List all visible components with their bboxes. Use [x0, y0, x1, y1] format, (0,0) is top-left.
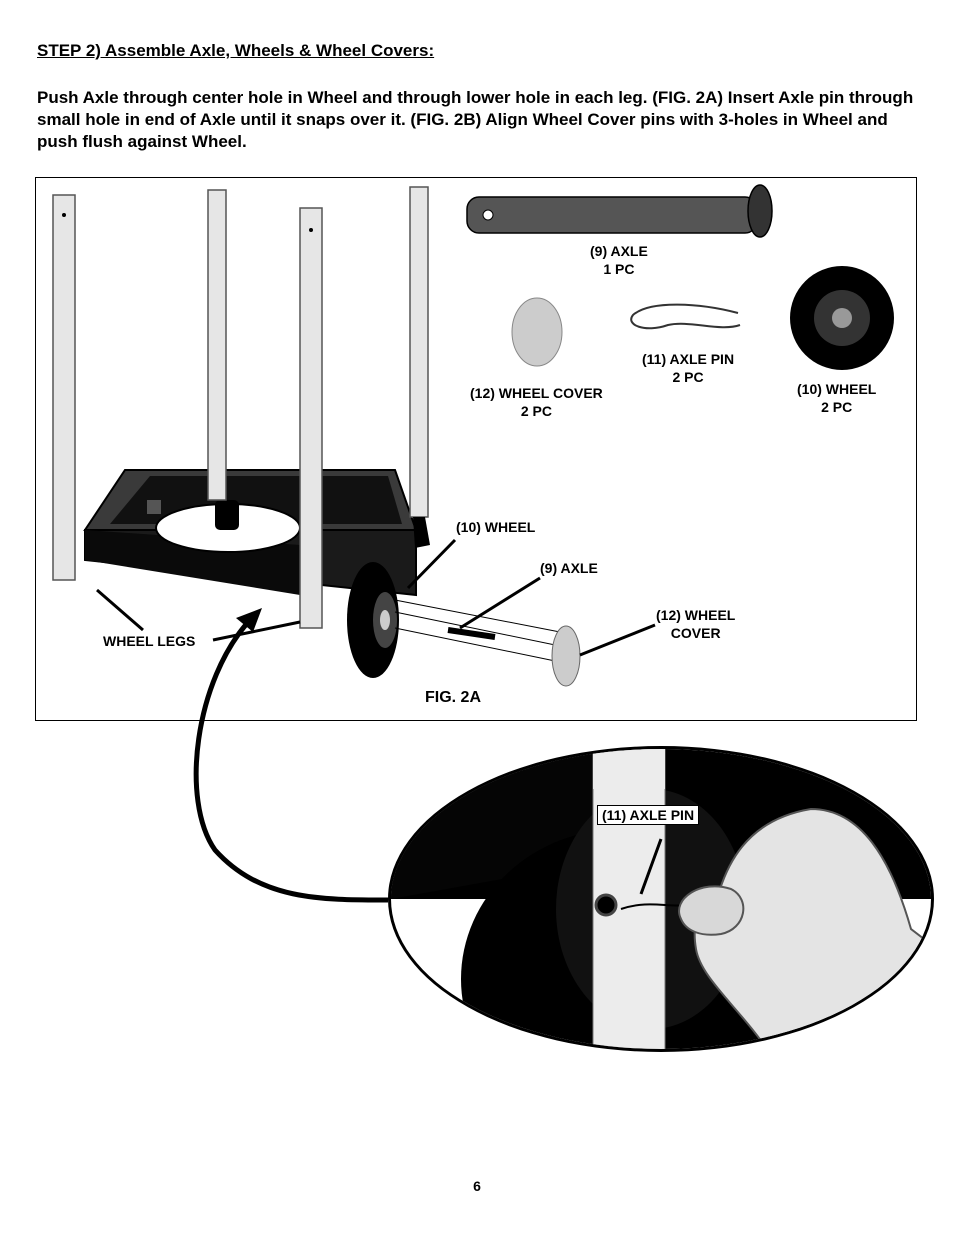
- part-wheel-label: (10) WHEEL 2 PC: [797, 381, 877, 415]
- fig-2a-caption: FIG. 2A: [425, 689, 482, 706]
- callout-wheel: (10) WHEEL: [456, 519, 536, 535]
- callout-wheel-cover: (12) WHEEL COVER: [656, 607, 736, 641]
- part-wheel-cover-label: (12) WHEEL COVER 2 PC: [470, 385, 603, 419]
- step-heading: STEP 2) Assemble Axle, Wheels & Wheel Co…: [37, 41, 435, 60]
- fig-2b-oval: [388, 746, 934, 1052]
- leader-lines: [96, 538, 656, 657]
- part-axle-pin-label: (11) AXLE PIN 2 PC: [642, 351, 735, 385]
- fig-2b-illustration: [391, 749, 931, 1049]
- wheel-legs: [52, 186, 430, 629]
- parts-illustrations: [466, 184, 894, 370]
- exploded-wheel-assembly: [347, 562, 581, 687]
- callout-wheel-legs: WHEEL LEGS: [103, 633, 196, 649]
- page-number: 6: [473, 1178, 481, 1194]
- step-instructions: Push Axle through center hole in Wheel a…: [37, 88, 914, 151]
- fig-2a-frame: [35, 177, 917, 721]
- part-axle-label: (9) AXLE 1 PC: [590, 243, 648, 277]
- callout-axle-pin-2b: (11) AXLE PIN: [597, 805, 700, 825]
- fig-2b-caption: FIG. 2B: [504, 1000, 561, 1017]
- callout-axle: (9) AXLE: [540, 560, 598, 576]
- curved-arrow: [193, 618, 389, 903]
